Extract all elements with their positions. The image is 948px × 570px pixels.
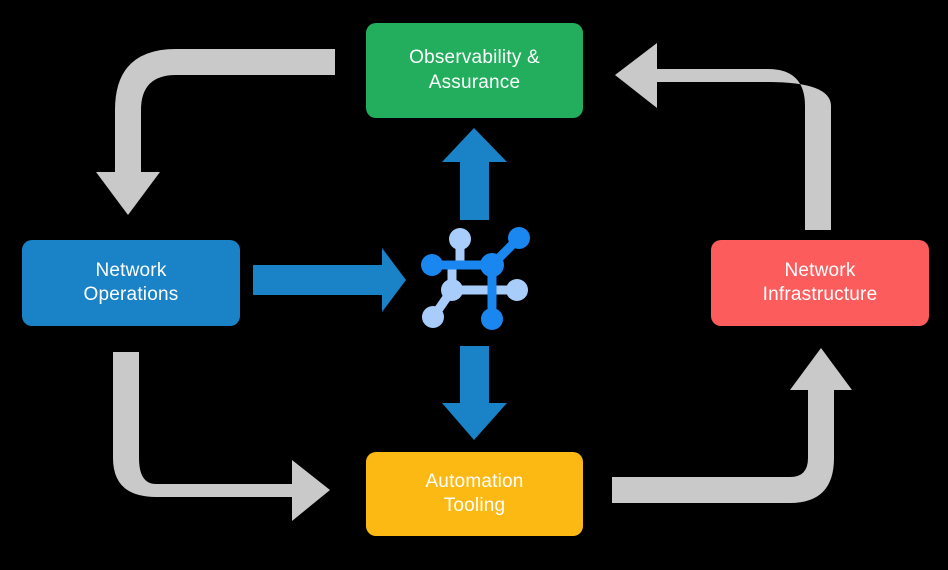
node-infrastructure-label-line1: Network [784, 259, 856, 281]
arrow-operations-to-automation [113, 352, 330, 521]
node-observability-assurance[interactable]: Observability & Assurance [366, 23, 583, 118]
node-operations-label-line1: Network [95, 259, 167, 281]
network-topology-icon [418, 218, 538, 338]
topology-node [449, 228, 471, 250]
arrow-center-to-automation [442, 346, 507, 440]
arrow-infrastructure-to-observability [615, 43, 831, 230]
node-automation-label-line2: Tooling [443, 495, 506, 516]
topology-node [506, 279, 528, 301]
topology-node [481, 308, 503, 330]
node-automation-label-line1: Automation [425, 470, 524, 492]
node-network-infrastructure[interactable]: Network Infrastructure [711, 240, 929, 326]
arrow-observability-to-operations [96, 49, 335, 215]
node-automation-tooling[interactable]: Automation Tooling [366, 452, 583, 536]
topology-node [508, 227, 530, 249]
node-observability-label-line1: Observability & [409, 47, 540, 69]
topology-node [422, 306, 444, 328]
node-operations-label-line2: Operations [83, 284, 179, 305]
topology-node [421, 254, 443, 276]
arrow-center-to-observability [442, 128, 507, 220]
node-infrastructure-label-line2: Infrastructure [762, 284, 878, 305]
topology-node [441, 279, 463, 301]
arrow-operations-to-center [253, 248, 406, 312]
node-observability-label-line2: Assurance [428, 71, 521, 93]
node-network-operations[interactable]: Network Operations [22, 240, 240, 326]
arrow-automation-to-infrastructure [612, 348, 852, 503]
topology-node [480, 253, 504, 277]
